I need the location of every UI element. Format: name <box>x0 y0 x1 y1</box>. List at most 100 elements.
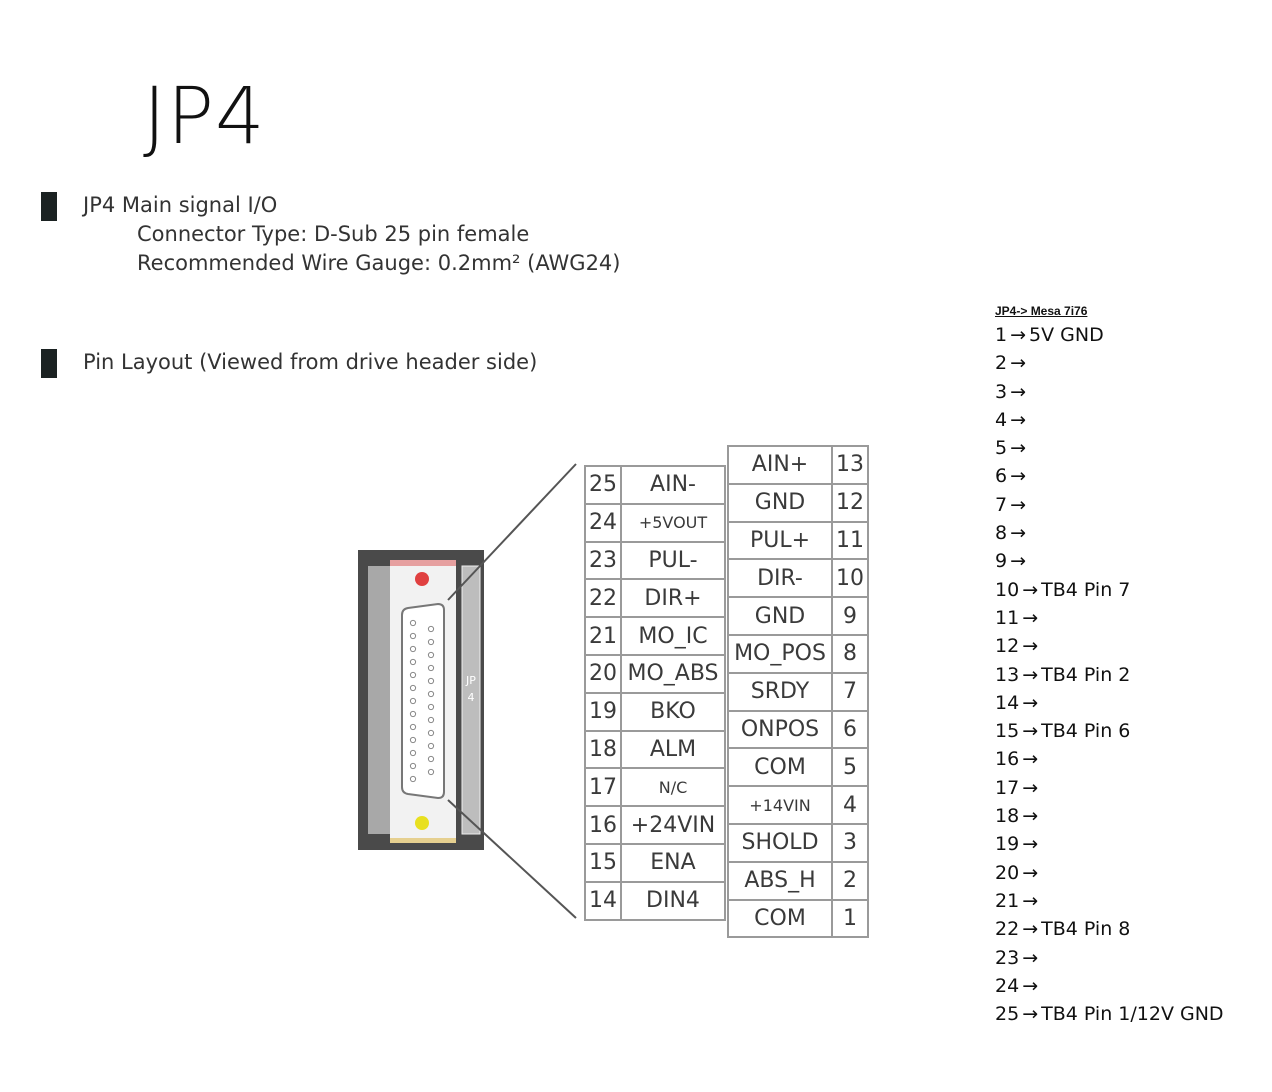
connector-side-panel <box>368 566 390 834</box>
mapping-row: 11→ <box>995 604 1224 632</box>
mapping-row: 14→ <box>995 689 1224 717</box>
mapping-pin: 18 <box>995 805 1020 828</box>
arrow-right-icon: → <box>1022 833 1039 856</box>
pin-number: 7 <box>831 671 869 712</box>
pin-number: 17 <box>584 767 622 808</box>
mapping-row: 12→ <box>995 632 1224 660</box>
pin-signal: +5VOUT <box>620 502 726 543</box>
arrow-right-icon: → <box>1022 720 1039 743</box>
mapping-pin: 5 <box>995 437 1008 460</box>
mapping-pin: 2 <box>995 352 1008 375</box>
pin-hole <box>427 677 435 685</box>
pin-hole <box>409 671 417 679</box>
pin-signal: GND <box>727 482 833 523</box>
pin-hole <box>427 703 435 711</box>
pin-signal: SHOLD <box>727 822 833 863</box>
arrow-right-icon: → <box>1010 465 1027 488</box>
mapping-target: 5V GND <box>1029 324 1104 346</box>
mapping-pin: 22 <box>995 918 1020 941</box>
pin-hole <box>409 710 417 718</box>
pin-hole <box>409 632 417 640</box>
mapping-row: 8→ <box>995 519 1224 547</box>
mapping-pin: 3 <box>995 380 1008 403</box>
pin-signal: ONPOS <box>727 709 833 750</box>
mapping-pin: 8 <box>995 522 1008 545</box>
mapping-pin: 21 <box>995 889 1020 912</box>
mapping-target: TB4 Pin 1/12V GND <box>1041 1003 1224 1026</box>
pin-hole <box>427 651 435 659</box>
arrow-right-icon: → <box>1022 606 1039 629</box>
mapping-row: 24→ <box>995 972 1224 1000</box>
pin-signal: N/C <box>620 767 726 808</box>
mapping-pin: 11 <box>995 606 1020 629</box>
pin-number: 18 <box>584 729 622 770</box>
mapping-pin: 16 <box>995 748 1020 771</box>
dsub-pin-holes <box>409 619 435 783</box>
pin-number: 11 <box>831 520 869 561</box>
mapping-row: 1→5V GND <box>995 321 1224 349</box>
arrow-right-icon: → <box>1010 352 1027 375</box>
pin-number: 8 <box>831 633 869 674</box>
pin-number: 15 <box>584 842 622 883</box>
pin-number: 1 <box>831 898 869 939</box>
arrow-right-icon: → <box>1022 805 1039 828</box>
pin-number: 22 <box>584 578 622 619</box>
pin-signal: COM <box>727 898 833 939</box>
pin-number: 21 <box>584 616 622 656</box>
pin-signal: BKO <box>620 691 726 732</box>
mapping-pin: 15 <box>995 720 1020 743</box>
pin-hole <box>427 742 435 750</box>
mapping-target: TB4 Pin 7 <box>1041 578 1131 601</box>
section-bullet-pin-layout <box>41 349 57 378</box>
pin-number: 9 <box>831 596 869 636</box>
zoom-line-top <box>447 463 577 601</box>
mapping-row: 3→ <box>995 378 1224 406</box>
mapping-row: 2→ <box>995 349 1224 377</box>
pin-signal: +24VIN <box>620 805 726 845</box>
pin-signal: ABS_H <box>727 860 833 901</box>
pin-number: 24 <box>584 502 622 543</box>
arrow-right-icon: → <box>1022 776 1039 799</box>
dsub-shell-icon <box>401 602 445 800</box>
pin-hole <box>427 716 435 724</box>
arrow-right-icon: → <box>1022 861 1039 884</box>
pin-number: 10 <box>831 558 869 599</box>
arrow-right-icon: → <box>1022 635 1039 658</box>
mapping-row: 10→TB4 Pin 7 <box>995 576 1224 604</box>
pin-number: 12 <box>831 482 869 523</box>
pin-hole <box>427 690 435 698</box>
pin-hole <box>409 658 417 666</box>
connector-bottom-strip <box>390 838 456 843</box>
pin-row: 16+24VIN <box>584 805 726 845</box>
pin-hole <box>409 697 417 705</box>
pin-signal: +14VIN <box>727 785 833 825</box>
arrow-right-icon: → <box>1010 493 1027 516</box>
pin-hole <box>427 664 435 672</box>
mapping-pin: 12 <box>995 635 1020 658</box>
mapping-row: 22→TB4 Pin 8 <box>995 915 1224 943</box>
pin-hole <box>409 762 417 770</box>
pin-hole <box>409 645 417 653</box>
pin-signal: ENA <box>620 842 726 883</box>
pin-row: PUL+11 <box>727 520 869 561</box>
pin-number: 2 <box>831 860 869 901</box>
arrow-right-icon: → <box>1010 380 1027 403</box>
mapping-row: 15→TB4 Pin 6 <box>995 717 1224 745</box>
arrow-right-icon: → <box>1010 550 1027 573</box>
arrow-right-icon: → <box>1022 1003 1039 1026</box>
arrow-right-icon: → <box>1010 437 1027 460</box>
mapping-row: 19→ <box>995 830 1224 858</box>
connector-top-strip <box>390 560 456 566</box>
pin-hole <box>409 684 417 692</box>
